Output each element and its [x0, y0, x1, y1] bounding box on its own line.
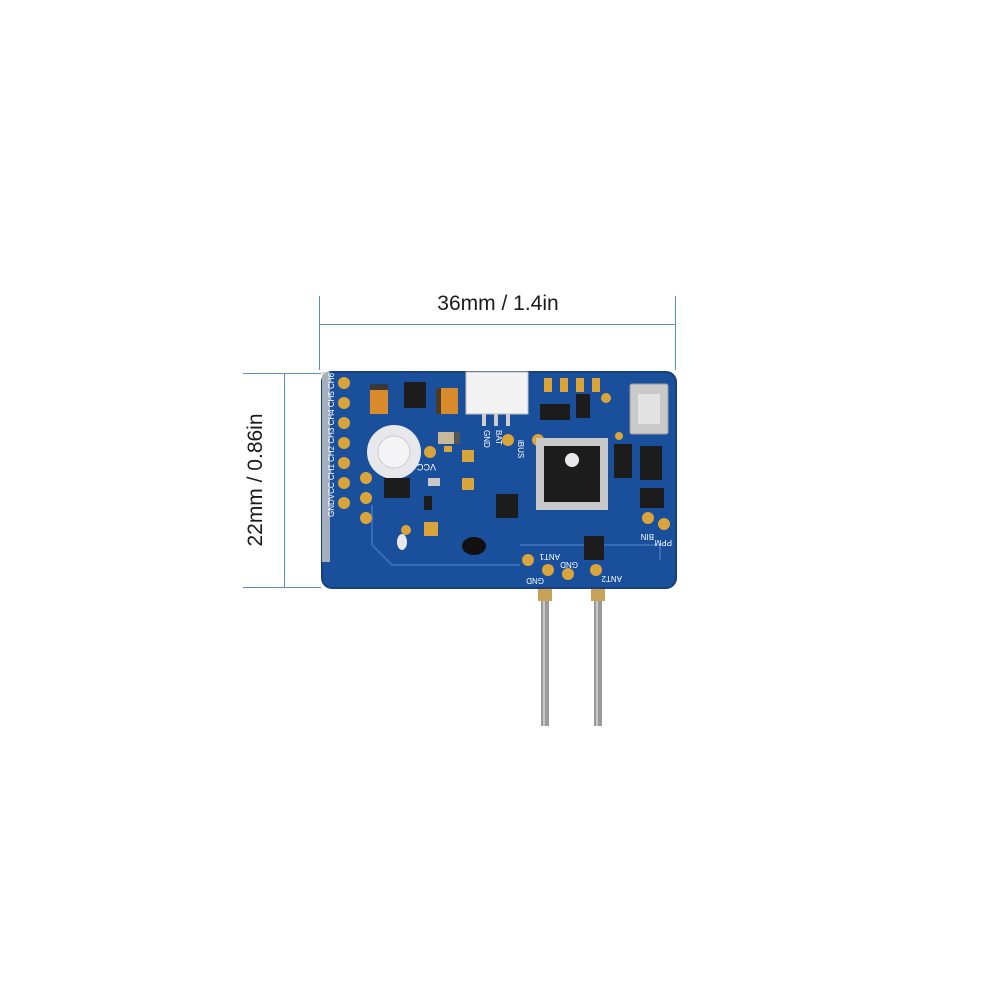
bat-label: BAT	[494, 430, 503, 445]
height-dimension-tick-top	[243, 373, 321, 374]
gnd-label-left: GND	[526, 576, 544, 585]
gnd-label-top: GND	[482, 430, 491, 448]
width-dimension-label: 36mm / 1.4in	[437, 292, 559, 315]
width-dimension-line	[319, 324, 676, 325]
gnd-label-right: GND	[560, 560, 578, 569]
bin-label: BIN	[640, 532, 654, 541]
ibus-label: iBUS	[516, 440, 525, 458]
ant1-label: ANT1	[539, 552, 560, 561]
vcc-label: VCC	[416, 462, 436, 472]
channel-pads	[338, 377, 372, 524]
height-dimension-line	[284, 373, 285, 588]
ppm-label: PPM	[654, 538, 672, 547]
voltage-regulator	[404, 382, 426, 408]
width-dimension-tick-left	[319, 296, 320, 370]
ant2-label: ANT2	[601, 574, 622, 583]
height-dimension-tick-bottom	[243, 587, 321, 588]
status-led	[367, 425, 421, 479]
channel-label: GNDVCC CH1 CH2 CH3 CH4 CH5 CH6	[327, 372, 336, 517]
tantalum-capacitor	[370, 384, 388, 414]
antenna-wires	[538, 585, 605, 726]
ibus-connector	[465, 371, 529, 426]
crystal-oscillator	[615, 383, 669, 440]
width-dimension-tick-right	[675, 296, 676, 370]
mcu-chip	[536, 438, 608, 510]
